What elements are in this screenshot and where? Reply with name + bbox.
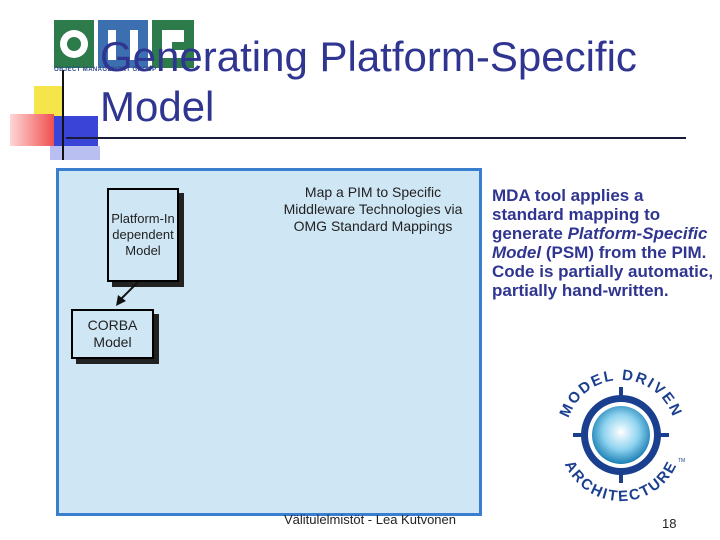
omg-logo	[54, 20, 194, 68]
omg-logo-caption: OBJECT MANAGEMENT GROUP	[54, 67, 157, 73]
corba-model-box: CORBA Model	[71, 309, 154, 359]
mda-logo: MODEL DRIVEN ARCHITECTURE TM	[556, 367, 685, 505]
pim-box: Platform-Independent Model	[107, 188, 179, 282]
decor-lavender-bar	[50, 146, 100, 160]
decor-yellow-square	[34, 86, 64, 116]
decor-vertical-line	[62, 70, 64, 160]
page-number: 18	[662, 516, 677, 531]
pim-box-label: Platform-Independent Model	[111, 211, 175, 258]
title-underline	[66, 137, 686, 139]
corba-model-label: CORBA Model	[87, 317, 138, 350]
mda-logo-tm: TM	[678, 458, 685, 464]
slide-title: Generating Platform-Specific Model	[100, 33, 637, 130]
body-text: MDA tool applies a standard mapping to g…	[492, 186, 714, 300]
body-text-part1: MDA tool applies a standard mapping to g…	[492, 186, 661, 243]
body-text-part2: (PSM) from the PIM. Code is partially au…	[492, 243, 714, 300]
body-text-emphasis: Platform-Specific Model	[492, 224, 708, 262]
mapping-label: Map a PIM to Specific Middleware Technol…	[283, 184, 463, 234]
decor-red-square	[10, 114, 54, 146]
footer-text: Välitulelmistöt - Lea Kutvonen	[284, 512, 456, 527]
